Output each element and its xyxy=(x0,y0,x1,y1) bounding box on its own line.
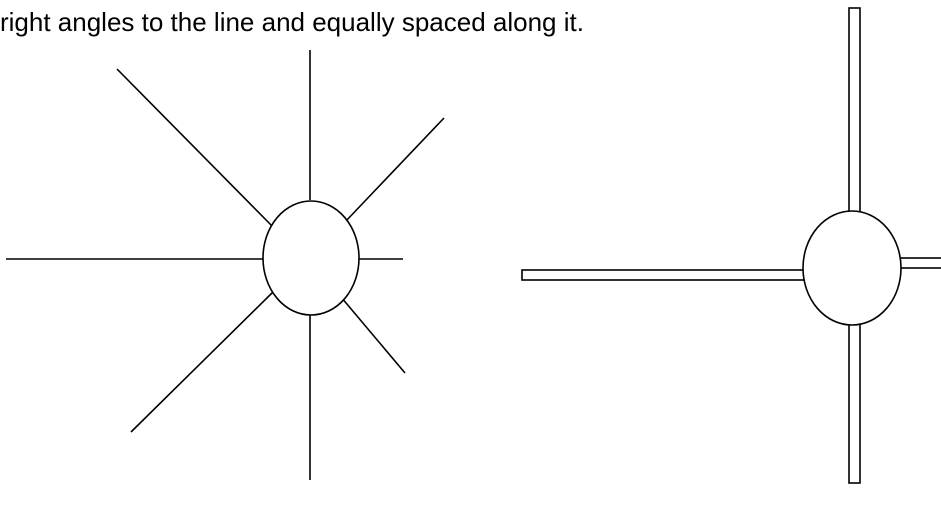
left-spoke-figure xyxy=(6,50,445,480)
right-circle xyxy=(802,210,902,326)
left-circle xyxy=(262,200,360,316)
left-spoke-upper-right xyxy=(344,117,445,223)
left-spoke-lower-left xyxy=(130,291,274,433)
left-spoke-upper-left xyxy=(116,68,274,228)
caption-text: right angles to the line and equally spa… xyxy=(0,7,584,37)
left-spoke-lower-right xyxy=(340,296,406,374)
right-arm-left xyxy=(521,269,808,281)
right-arm-up xyxy=(848,7,861,215)
right-arm-right xyxy=(896,257,941,269)
right-bar-figure xyxy=(521,7,941,484)
right-arm-down xyxy=(848,319,861,484)
